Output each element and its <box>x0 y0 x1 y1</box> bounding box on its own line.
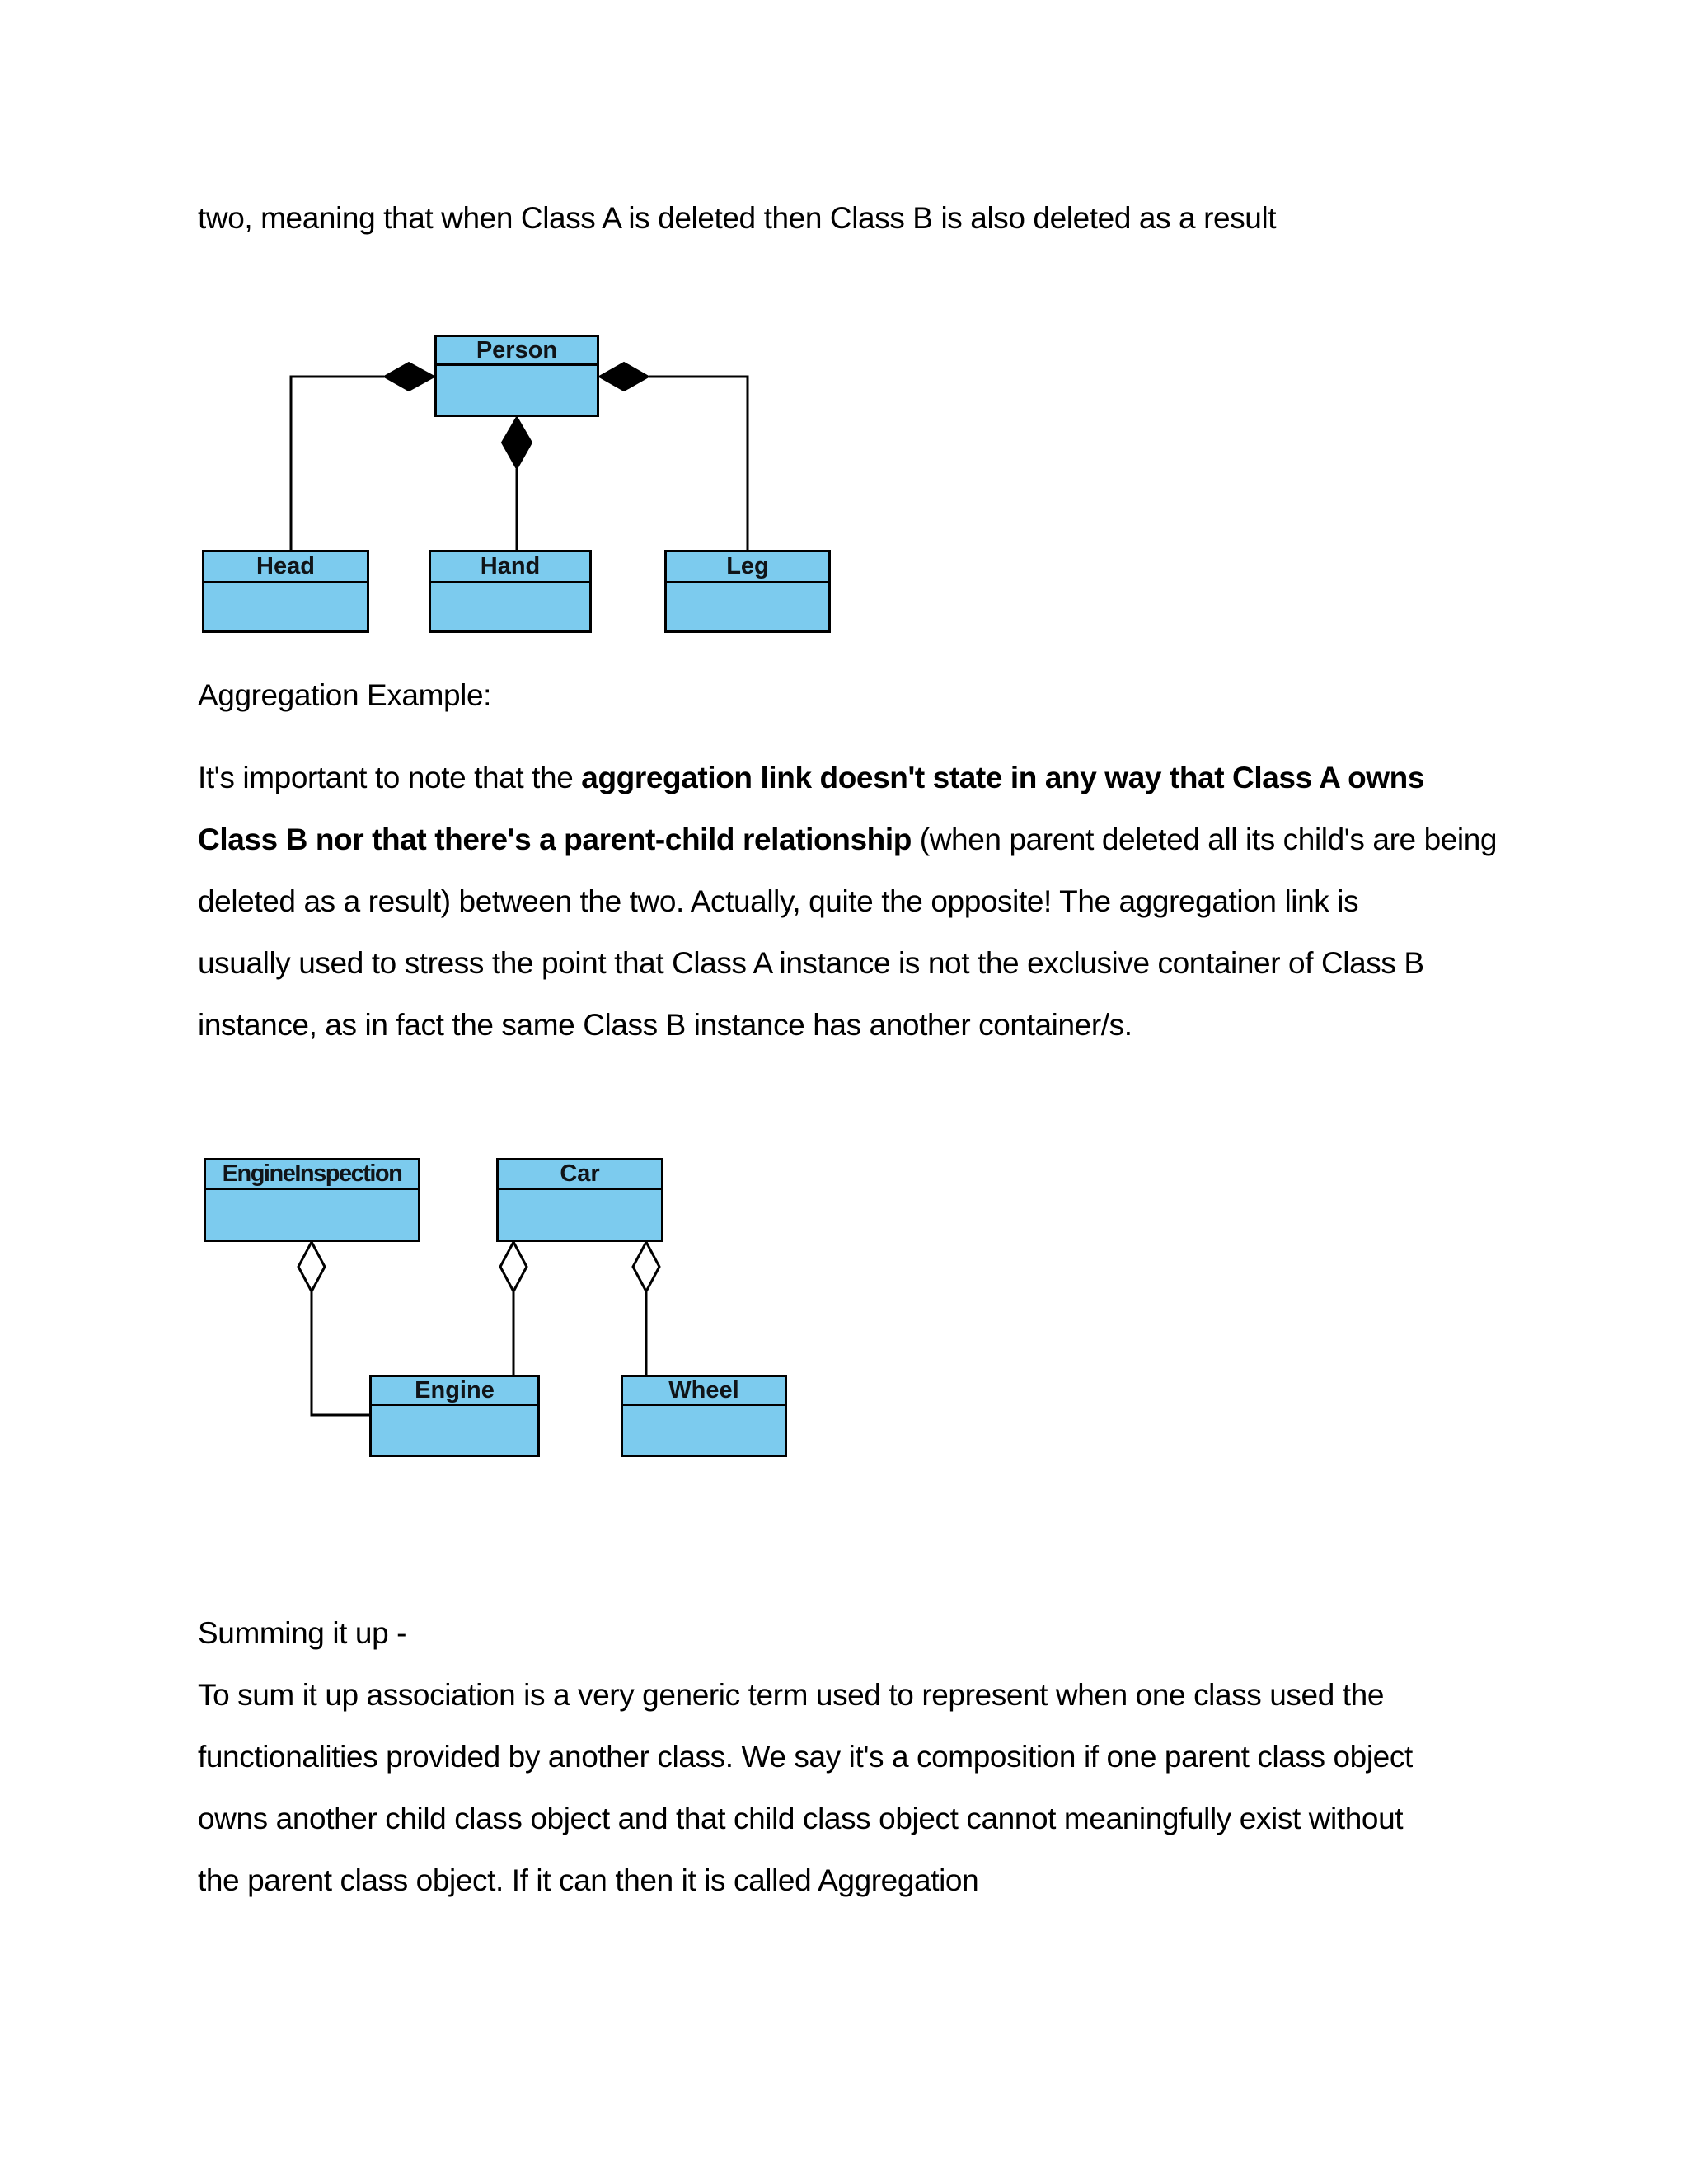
composition-link-person-head <box>289 375 384 551</box>
uml-class-engine-inspection: EngineInspection <box>204 1158 420 1242</box>
aggregation-paragraph: It's important to note that the aggregat… <box>198 747 1498 1056</box>
aggregation-paragraph-line-3: deleted as a result) between the two. Ac… <box>198 884 1359 918</box>
intro-line: two, meaning that when Class A is delete… <box>198 201 1277 235</box>
summary-line-2: functionalities provided by another clas… <box>198 1740 1413 1774</box>
hollow-diamond-inspection-icon <box>297 1239 326 1295</box>
class-name-engine-inspection: EngineInspection <box>206 1160 418 1190</box>
aggregation-paragraph-line-5: instance, as in fact the same Class B in… <box>198 1008 1132 1042</box>
summary-line-3: owns another child class object and that… <box>198 1802 1404 1835</box>
class-name-head: Head <box>204 552 367 583</box>
class-name-hand: Hand <box>431 552 589 583</box>
class-name-person: Person <box>437 337 597 366</box>
filled-diamond-bottom-icon <box>500 415 533 471</box>
uml-class-person: Person <box>434 335 599 417</box>
filled-diamond-left-icon <box>382 361 437 392</box>
uml-class-car: Car <box>496 1158 663 1242</box>
uml-class-head: Head <box>202 550 369 633</box>
aggregation-paragraph-line-4: usually used to stress the point that Cl… <box>198 946 1424 980</box>
uml-class-wheel: Wheel <box>621 1375 787 1457</box>
aggregation-paragraph-line-1: It's important to note that the aggregat… <box>198 761 1425 794</box>
summary-line-4: the parent class object. If it can then … <box>198 1863 979 1897</box>
aggregation-heading: Aggregation Example: <box>198 678 492 712</box>
aggregation-link-inspection-engine <box>310 1291 369 1417</box>
intro-paragraph: two, meaning that when Class A is delete… <box>198 187 1277 249</box>
class-name-car: Car <box>499 1160 661 1190</box>
class-name-wheel: Wheel <box>623 1377 785 1406</box>
summary-paragraph: Summing it up - To sum it up association… <box>198 1602 1413 1911</box>
class-name-leg: Leg <box>667 552 828 583</box>
filled-diamond-right-icon <box>597 361 651 392</box>
composition-link-person-leg <box>649 375 749 551</box>
summary-heading: Summing it up - <box>198 1616 407 1650</box>
uml-class-engine: Engine <box>369 1375 540 1457</box>
aggregation-paragraph-line-2: Class B nor that there's a parent-child … <box>198 823 1498 856</box>
hollow-diamond-car-right-icon <box>631 1239 661 1295</box>
class-name-engine: Engine <box>372 1377 537 1406</box>
uml-class-leg: Leg <box>664 550 831 633</box>
uml-class-hand: Hand <box>429 550 592 633</box>
aggregation-diamonds <box>297 1239 661 1295</box>
summary-line-1: To sum it up association is a very gener… <box>198 1678 1384 1712</box>
hollow-diamond-car-left-icon <box>499 1239 528 1295</box>
